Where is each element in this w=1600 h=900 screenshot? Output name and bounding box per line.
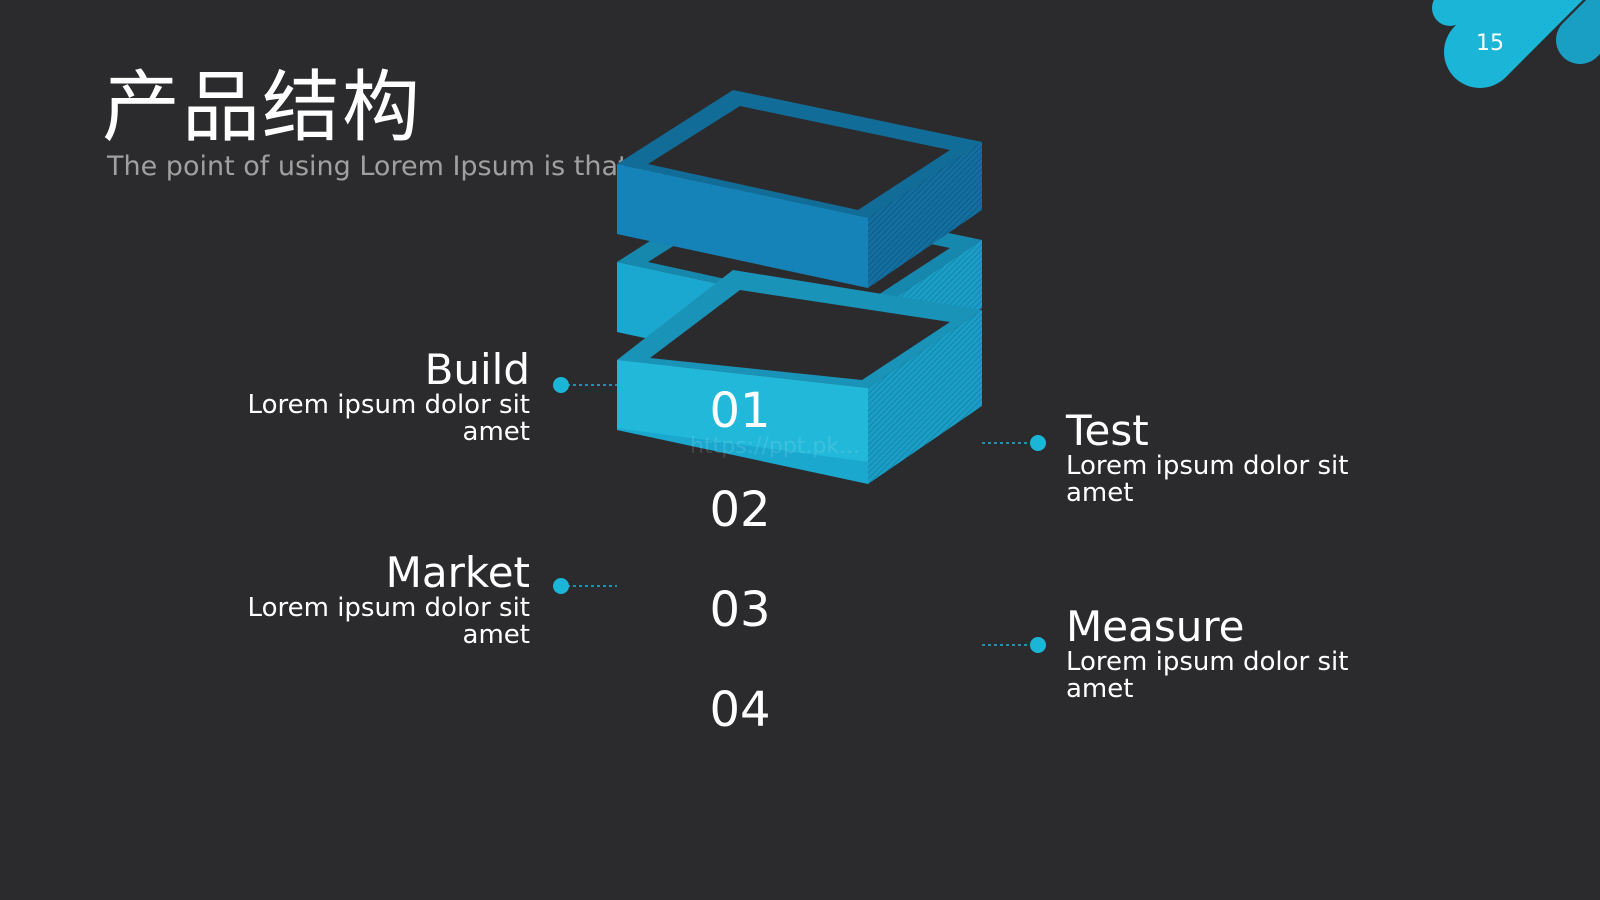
layer-02-hole [648,106,950,210]
label-test-desc-line2: amet [1066,478,1134,508]
label-test-desc-line1: Lorem ipsum dolor sit [1066,451,1349,481]
layer-01-hole [650,290,950,380]
page-number: 15 [1476,31,1504,56]
layer-number-04: 04 [709,682,771,738]
label-market: Market Lorem ipsum dolor sit amet [240,551,530,649]
connector-dot-measure [1030,637,1046,653]
layer-02 [617,90,982,288]
layer-01-right-face [868,310,982,462]
layer-number-03: 03 [709,582,771,638]
layer-02-right-face [868,142,982,288]
label-measure: Measure Lorem ipsum dolor sit amet [1066,605,1386,703]
layer-02-front-face [617,164,868,288]
connector-dot-test [1030,435,1046,451]
label-measure-desc-line1: Lorem ipsum dolor sit [1066,647,1349,677]
label-build: Build Lorem ipsum dolor sit amet [240,348,530,446]
connector-dot-market [553,578,569,594]
label-test: Test Lorem ipsum dolor sit amet [1066,409,1386,507]
watermark: https://ppt.pk... [690,434,861,459]
connector-dot-build [553,377,569,393]
layer-number-01: 01 [709,383,771,439]
label-market-desc-line1: Lorem ipsum dolor sit [247,593,530,623]
label-market-desc-line2: amet [462,620,530,650]
page-title: 产品结构 [102,63,423,153]
label-build-desc-line2: amet [462,417,530,447]
layer-01 [617,270,982,462]
label-build-title: Build [424,345,530,394]
label-measure-desc-line2: amet [1066,674,1134,704]
label-measure-title: Measure [1066,602,1245,651]
page-subtitle: The point of using Lorem Ipsum is that i… [107,151,664,182]
layer-number-02: 02 [709,482,771,538]
label-build-desc-line1: Lorem ipsum dolor sit [247,390,530,420]
label-test-title: Test [1066,406,1149,455]
layer-01-front-face [617,360,868,462]
label-market-title: Market [385,548,530,597]
